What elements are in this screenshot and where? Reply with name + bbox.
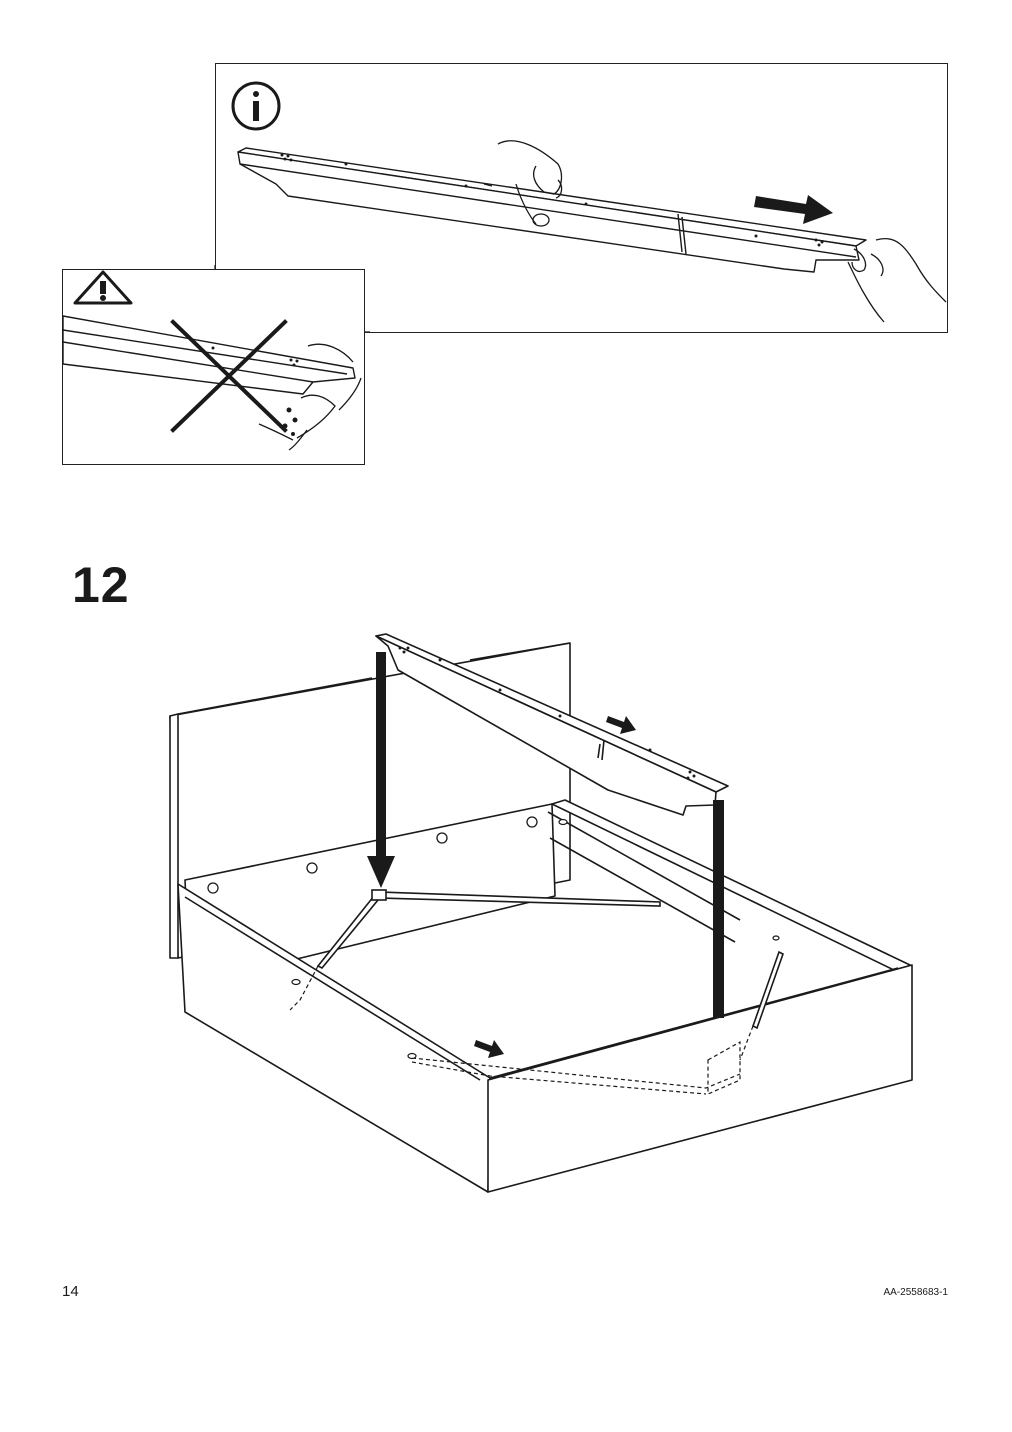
direction-arrow-icon [713,800,724,1018]
page-number: 14 [62,1283,79,1300]
beam-info [237,147,867,273]
center-beam [375,633,729,816]
side-rail-right [551,799,911,973]
footboard [487,964,913,1193]
warning-panel [62,269,365,465]
warning-icon [73,270,133,305]
direction-arrow-icon [474,716,636,1058]
direction-arrow-icon [754,195,833,224]
cross-out-icon [170,319,288,433]
info-illustration [231,81,947,323]
hand-icon [847,238,947,323]
step-number: 12 [72,557,130,613]
warning-illustration [62,270,362,451]
direction-arrow-icon [367,652,395,888]
hand-icon [497,140,563,227]
info-icon [231,81,281,131]
hand-icon [258,343,362,451]
document-id: AA-2558683-1 [883,1287,949,1298]
